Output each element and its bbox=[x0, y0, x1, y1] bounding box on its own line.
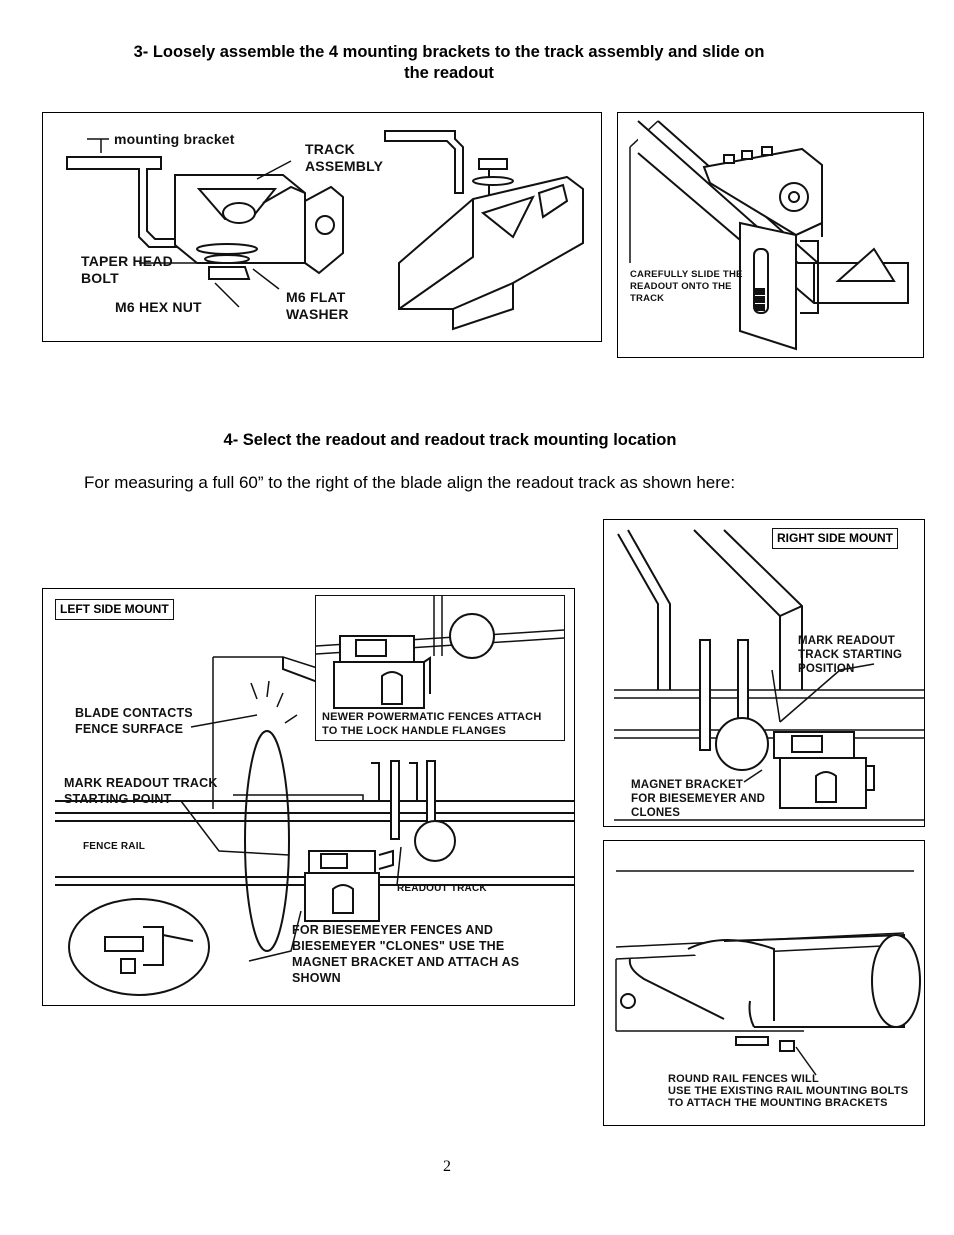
figure-round-rail: ROUND RAIL FENCES WILL USE THE EXISTING … bbox=[603, 840, 925, 1126]
inset-powermatic: NEWER POWERMATIC FENCES ATTACH TO THE LO… bbox=[315, 595, 565, 741]
step4-paragraph: For measuring a full 60” to the right of… bbox=[84, 473, 736, 492]
caption-round-rail: ROUND RAIL FENCES WILL USE THE EXISTING … bbox=[668, 1073, 909, 1109]
step3-heading-line1: 3- Loosely assemble the 4 mounting brack… bbox=[133, 43, 765, 61]
label-readout-track: READOUT TRACK bbox=[397, 883, 487, 894]
label-mounting-bracket: mounting bracket bbox=[114, 131, 235, 147]
label-magnet-bracket: MAGNET BRACKET FOR BIESEMEYER AND CLONES bbox=[631, 779, 766, 819]
page-number: 2 bbox=[443, 1158, 451, 1175]
figure-readout-on-track: CAREFULLY SLIDE THE READOUT ONTO THE TRA… bbox=[617, 112, 924, 358]
step3-heading-line2: the readout bbox=[404, 64, 494, 82]
round-rail-drawing bbox=[615, 870, 921, 1076]
title-right-side-mount: RIGHT SIDE MOUNT bbox=[772, 528, 898, 549]
powermatic-inset-drawing bbox=[316, 596, 564, 709]
left-side-mount-drawing bbox=[55, 656, 574, 996]
label-biesemeyer: FOR BIESEMEYER FENCES AND BIESEMEYER "CL… bbox=[292, 923, 520, 985]
figure-left-side-mount: LEFT SIDE MOUNT BLADE CONTACTS FENCE SUR… bbox=[42, 588, 575, 1006]
figure-bracket-assembly: mounting bracket TRACK ASSEMBLY TAPER HE… bbox=[42, 112, 602, 342]
step3-heading: 3- Loosely assemble the 4 mounting brack… bbox=[60, 42, 838, 84]
label-mark-start-position: MARK READOUT TRACK STARTING POSITION bbox=[798, 635, 903, 675]
right-side-mount-drawing bbox=[614, 529, 924, 821]
label-m6-flat-washer: M6 FLAT WASHER bbox=[286, 289, 349, 322]
figure-right-side-mount: RIGHT SIDE MOUNT MARK READOUT TRACK STAR… bbox=[603, 519, 925, 827]
label-blade-contacts: BLADE CONTACTS FENCE SURFACE bbox=[75, 706, 193, 736]
title-left-side-mount: LEFT SIDE MOUNT bbox=[55, 599, 174, 620]
label-fence-rail: FENCE RAIL bbox=[83, 841, 145, 852]
label-m6-hex-nut: M6 HEX NUT bbox=[115, 299, 202, 315]
step4-heading: 4- Select the readout and readout track … bbox=[223, 431, 677, 449]
label-track-assembly: TRACK ASSEMBLY bbox=[305, 141, 384, 174]
bracket-assembly-drawing bbox=[66, 130, 584, 331]
label-taper-head-bolt: TAPER HEAD BOLT bbox=[81, 253, 173, 286]
label-mark-starting-point: MARK READOUT TRACK STARTING POINT bbox=[64, 776, 218, 806]
readout-on-track-drawing bbox=[629, 120, 909, 351]
label-powermatic: NEWER POWERMATIC FENCES ATTACH TO THE LO… bbox=[322, 711, 542, 737]
caption-slide-readout: CAREFULLY SLIDE THE READOUT ONTO THE TRA… bbox=[630, 269, 743, 304]
